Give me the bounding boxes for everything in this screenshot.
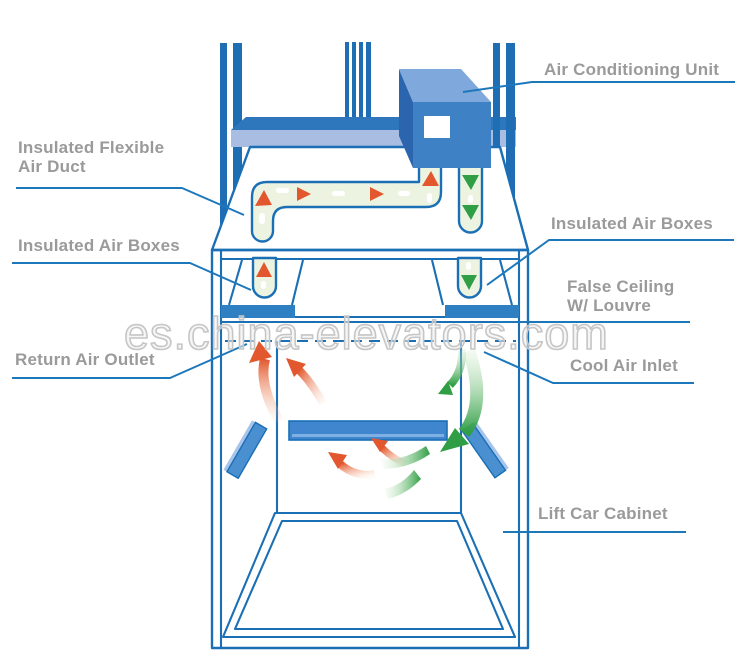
label-air-conditioning-unit: Air Conditioning Unit (544, 60, 720, 79)
label-line: Insulated Flexible (18, 138, 165, 157)
watermark: es.china-elevators.com (123, 307, 609, 360)
label-insulated-air-boxes-right: Insulated Air Boxes (551, 214, 713, 233)
leader-flexible-air-duct (16, 187, 245, 216)
label-cool-air-inlet: Cool Air Inlet (570, 356, 678, 375)
leader-air-boxes-right (486, 239, 734, 286)
leader-air-conditioning-unit (462, 81, 735, 93)
leader-return-air-outlet (12, 343, 248, 379)
leader-air-boxes-left (12, 262, 252, 291)
plenum-air-box-right (456, 256, 483, 299)
label-line: W/ Louvre (567, 296, 651, 315)
label-return-air-outlet: Return Air Outlet (15, 350, 155, 369)
warm-airflow-arrows (249, 341, 408, 479)
label-line: False Ceiling (567, 277, 675, 296)
label-insulated-flexible-air-duct: Insulated Flexible Air Duct (18, 138, 164, 176)
label-lift-car-cabinet: Lift Car Cabinet (538, 504, 668, 523)
label-line: Air Duct (18, 157, 86, 176)
left-louvre-slat (223, 420, 268, 480)
ac-unit-vent-window (424, 116, 450, 138)
false-ceiling-louvre (221, 320, 519, 343)
label-insulated-air-boxes-left: Insulated Air Boxes (18, 236, 180, 255)
supply-air-duct (457, 162, 484, 234)
cool-airflow-arrows (381, 348, 484, 499)
flexible-air-duct (250, 164, 443, 243)
air-conditioning-unit (399, 69, 491, 168)
guide-rails-middle (345, 42, 371, 118)
label-false-ceiling-louvre: False Ceiling W/ Louvre (567, 277, 674, 315)
leader-cool-air-inlet (483, 351, 694, 384)
leader-lines (12, 81, 735, 533)
plenum-air-box-left (251, 256, 278, 299)
center-diffuser-bar (288, 420, 448, 441)
louvre-slats (223, 420, 509, 480)
